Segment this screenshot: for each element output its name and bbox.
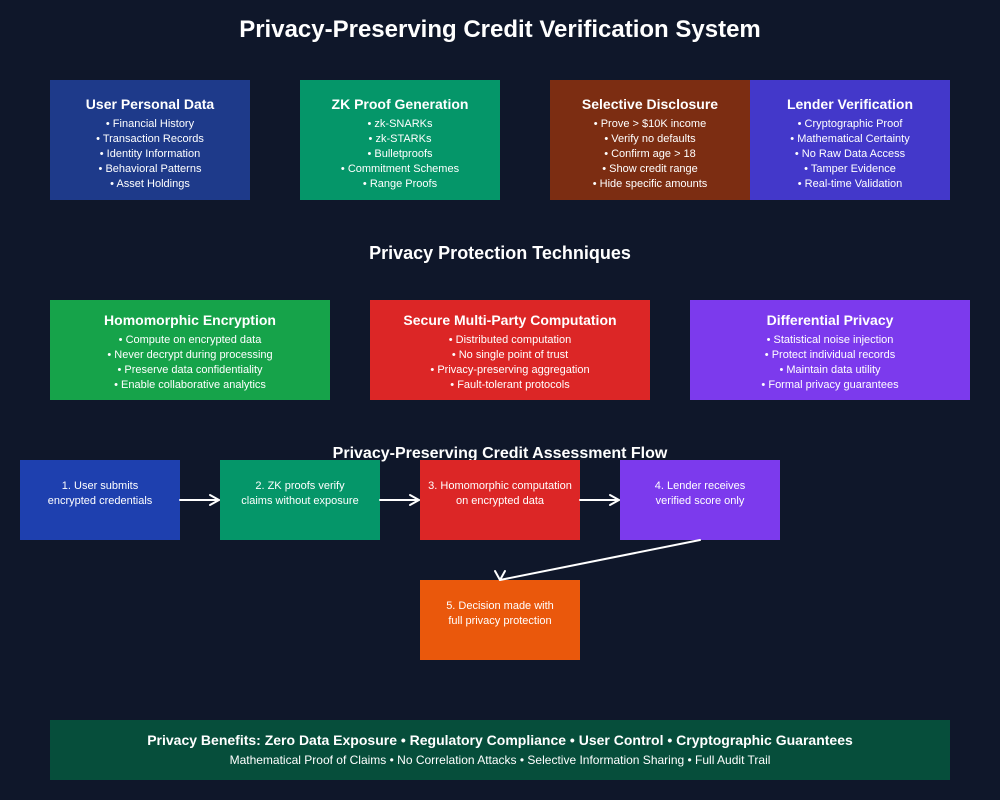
- flow-arrow-2-3: [379, 494, 420, 506]
- list-item: Tamper Evidence: [750, 162, 950, 177]
- flow-step-line: on encrypted data: [455, 495, 545, 507]
- card-selective-disclosure: Selective Disclosure Prove > $10K income…: [550, 80, 750, 200]
- flow-step-3: 3. Homomorphic computation on encrypted …: [420, 460, 580, 540]
- card-item-list: Distributed computation No single point …: [370, 333, 650, 393]
- card-secure-mpc: Secure Multi-Party Computation Distribut…: [370, 300, 650, 400]
- techniques-heading: Privacy Protection Techniques: [369, 243, 631, 263]
- list-item: Real-time Validation: [750, 177, 950, 192]
- list-item: Behavioral Patterns: [50, 162, 250, 177]
- list-item: zk-SNARKs: [300, 117, 500, 132]
- card-item-list: Cryptographic Proof Mathematical Certain…: [750, 117, 950, 192]
- card-lender-verification: Lender Verification Cryptographic Proof …: [750, 80, 950, 200]
- card-title: Lender Verification: [786, 96, 914, 112]
- list-item: Commitment Schemes: [300, 162, 500, 177]
- card-item-list: Prove > $10K income Verify no defaults C…: [550, 117, 750, 192]
- list-item: Compute on encrypted data: [50, 333, 330, 348]
- card-homomorphic-encryption: Homomorphic Encryption Compute on encryp…: [50, 300, 330, 400]
- list-item: Range Proofs: [300, 177, 500, 192]
- flow-arrow-4-5: [494, 539, 701, 581]
- list-item: Cryptographic Proof: [750, 117, 950, 132]
- flow-step-line: encrypted credentials: [47, 495, 153, 507]
- card-item-list: Statistical noise injection Protect indi…: [690, 333, 970, 393]
- list-item: Financial History: [50, 117, 250, 132]
- list-item: Protect individual records: [690, 348, 970, 363]
- list-item: Enable collaborative analytics: [50, 378, 330, 393]
- list-item: Asset Holdings: [50, 177, 250, 192]
- flow-step-line: 5. Decision made with: [446, 600, 554, 612]
- flow-arrow-3-4: [579, 494, 620, 506]
- card-user-personal-data: User Personal Data Financial History Tra…: [50, 80, 250, 200]
- list-item: Identity Information: [50, 147, 250, 162]
- card-item-list: Compute on encrypted data Never decrypt …: [50, 333, 330, 393]
- list-item: Formal privacy guarantees: [690, 378, 970, 393]
- list-item: Never decrypt during processing: [50, 348, 330, 363]
- list-item: Hide specific amounts: [550, 177, 750, 192]
- list-item: Confirm age > 18: [550, 147, 750, 162]
- list-item: Privacy-preserving aggregation: [370, 363, 650, 378]
- benefits-main: Privacy Benefits: Zero Data Exposure • R…: [147, 732, 853, 748]
- flow-step-line: 4. Lender receives: [654, 480, 746, 492]
- card-title: Differential Privacy: [766, 312, 894, 328]
- list-item: Maintain data utility: [690, 363, 970, 378]
- benefits-sub: Mathematical Proof of Claims • No Correl…: [229, 753, 771, 767]
- card-title: ZK Proof Generation: [331, 96, 469, 112]
- flow-step-2: 2. ZK proofs verify claims without expos…: [220, 460, 380, 540]
- list-item: Verify no defaults: [550, 132, 750, 147]
- flow-step-line: 2. ZK proofs verify: [255, 480, 345, 492]
- card-title: Secure Multi-Party Computation: [403, 312, 617, 328]
- flow-heading: Privacy-Preserving Credit Assessment Flo…: [332, 445, 668, 462]
- card-title: User Personal Data: [85, 96, 215, 112]
- card-title: Homomorphic Encryption: [104, 312, 276, 328]
- list-item: Preserve data confidentiality: [50, 363, 330, 378]
- flow-step-4: 4. Lender receives verified score only: [620, 460, 780, 540]
- flow-step-5: 5. Decision made with full privacy prote…: [420, 580, 580, 660]
- list-item: Fault-tolerant protocols: [370, 378, 650, 393]
- list-item: No Raw Data Access: [750, 147, 950, 162]
- list-item: No single point of trust: [370, 348, 650, 363]
- card-zk-proof-generation: ZK Proof Generation zk-SNARKs zk-STARKs …: [300, 80, 500, 200]
- flow-arrow-1-2: [179, 494, 220, 506]
- list-item: zk-STARKs: [300, 132, 500, 147]
- list-item: Show credit range: [550, 162, 750, 177]
- list-item: Mathematical Certainty: [750, 132, 950, 147]
- flow-step-1: 1. User submits encrypted credentials: [20, 460, 180, 540]
- flow-step-line: claims without exposure: [241, 495, 359, 507]
- list-item: Prove > $10K income: [550, 117, 750, 132]
- flow-step-line: 1. User submits: [61, 480, 139, 492]
- card-differential-privacy: Differential Privacy Statistical noise i…: [690, 300, 970, 400]
- list-item: Statistical noise injection: [690, 333, 970, 348]
- flow-step-line: full privacy protection: [448, 615, 552, 627]
- page-title: Privacy-Preserving Credit Verification S…: [239, 16, 761, 43]
- list-item: Distributed computation: [370, 333, 650, 348]
- list-item: Bulletproofs: [300, 147, 500, 162]
- card-item-list: Financial History Transaction Records Id…: [50, 117, 250, 192]
- card-title: Selective Disclosure: [581, 96, 719, 112]
- flow-step-line: 3. Homomorphic computation: [428, 480, 572, 492]
- list-item: Transaction Records: [50, 132, 250, 147]
- card-item-list: zk-SNARKs zk-STARKs Bulletproofs Commitm…: [300, 117, 500, 192]
- privacy-benefits-banner: Privacy Benefits: Zero Data Exposure • R…: [50, 720, 950, 780]
- flow-step-line: verified score only: [655, 495, 745, 507]
